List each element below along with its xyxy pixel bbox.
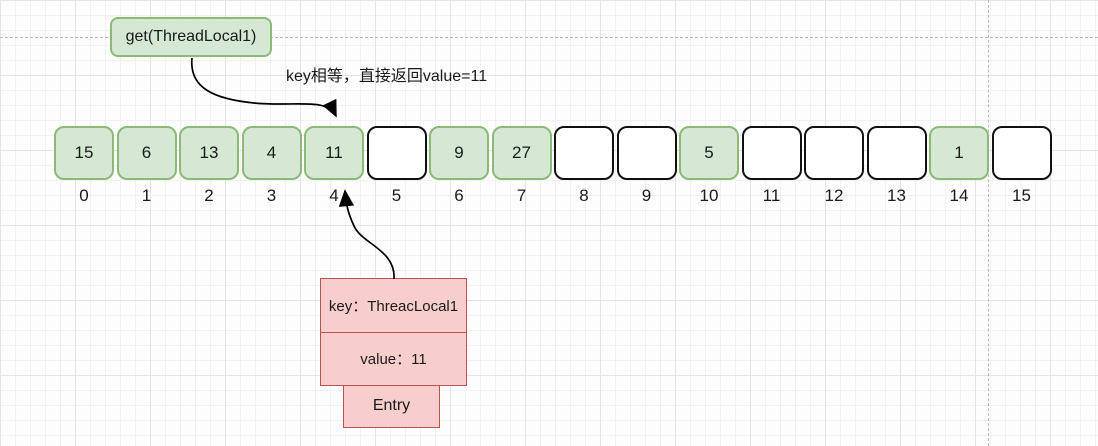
entry-value-row: value：11 bbox=[320, 331, 467, 386]
array-index-label: 7 bbox=[516, 186, 527, 205]
array-index-label: 2 bbox=[204, 186, 214, 205]
get-call-box: get(ThreadLocal1) bbox=[110, 17, 272, 57]
dashed-guide-horizontal bbox=[0, 37, 1098, 38]
array-cell: 5 bbox=[679, 126, 739, 180]
array-cell: 9 bbox=[429, 126, 489, 180]
array-cell bbox=[866, 126, 927, 180]
annotation-text: key相等，直接返回value=11 bbox=[286, 68, 488, 85]
array-index-label: 5 bbox=[391, 186, 402, 205]
array-cell bbox=[804, 126, 864, 180]
array-cell bbox=[991, 126, 1052, 180]
array-cell: 15 bbox=[54, 126, 114, 180]
array-index-label: 1 bbox=[141, 186, 152, 205]
array-index-label: 13 bbox=[887, 186, 906, 205]
array-cell bbox=[554, 126, 614, 180]
array-index-label: 15 bbox=[1012, 186, 1031, 205]
array-cell: 11 bbox=[304, 126, 364, 180]
array-index-label: 8 bbox=[579, 186, 589, 205]
array-index-label: 6 bbox=[454, 186, 464, 205]
entry-footer-label: Entry bbox=[372, 397, 411, 414]
entry-footer-tab: Entry bbox=[343, 385, 440, 428]
array-cell bbox=[741, 126, 802, 180]
array-index-label: 9 bbox=[641, 186, 652, 205]
array-index-label: 14 bbox=[949, 186, 969, 205]
array-cell: 4 bbox=[241, 126, 302, 180]
array-index-label: 3 bbox=[266, 186, 277, 205]
array-cell: 13 bbox=[179, 126, 239, 180]
array-index-label: 4 bbox=[329, 186, 339, 205]
array-index-label: 11 bbox=[762, 186, 781, 205]
dashed-guide-vertical bbox=[988, 0, 989, 446]
entry-key-row: key：ThreacLocal1 bbox=[320, 278, 467, 333]
array-cell bbox=[366, 126, 427, 180]
entry-key-label: key：ThreacLocal1 bbox=[328, 298, 459, 315]
array-cell: 27 bbox=[491, 126, 552, 180]
array-index-label: 0 bbox=[79, 186, 89, 205]
array-cell: 6 bbox=[116, 126, 177, 180]
array-index-label: 12 bbox=[824, 186, 844, 205]
get-call-label: get(ThreadLocal1) bbox=[125, 28, 257, 45]
array-index-label: 10 bbox=[699, 186, 719, 205]
array-cell: 1 bbox=[929, 126, 989, 180]
entry-value-label: value：11 bbox=[360, 351, 427, 368]
array-cell bbox=[616, 126, 677, 180]
entry-box: key：ThreacLocal1 value：11 Entry bbox=[320, 278, 467, 428]
